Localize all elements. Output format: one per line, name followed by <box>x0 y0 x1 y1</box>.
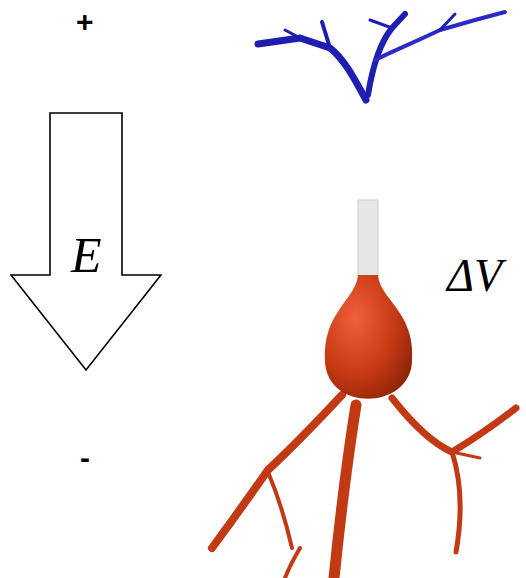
neuron-soma <box>325 275 412 399</box>
apical-dendrite <box>258 12 505 200</box>
basal-dendrites <box>212 395 516 578</box>
potential-label: ΔV <box>447 249 502 302</box>
arrow-shape <box>11 113 161 370</box>
field-arrow: E <box>10 112 162 372</box>
field-symbol: E <box>71 226 102 284</box>
polarity-minus: - <box>80 441 90 475</box>
polarity-plus: + <box>76 5 94 39</box>
axon-initial-segment <box>358 200 378 276</box>
